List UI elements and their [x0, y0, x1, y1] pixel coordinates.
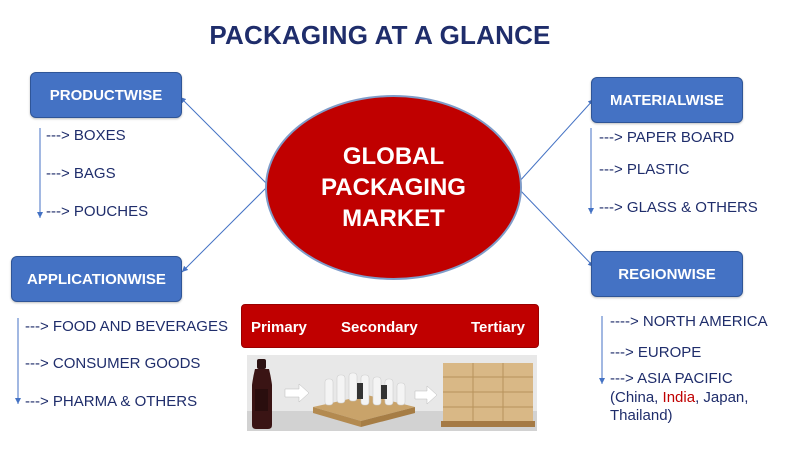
- center-line-1: GLOBAL: [342, 143, 445, 170]
- productwise-item-boxes: ---> BOXES: [46, 127, 126, 144]
- center-line-2: PACKAGING: [321, 174, 466, 201]
- productwise-item-pouches: ---> POUCHES: [46, 203, 149, 220]
- materialwise-box: MATERIALWISE: [591, 77, 743, 123]
- productwise-item-bags: ---> BAGS: [46, 165, 116, 182]
- center-line-3: MARKET: [342, 205, 445, 232]
- connector-materialwise: [517, 98, 595, 184]
- materialwise-item-plastic: ---> PLASTIC: [599, 161, 690, 178]
- connector-applicationwise: [181, 187, 267, 273]
- connector-productwise: [179, 96, 267, 184]
- secondary-tray-icon: [313, 372, 415, 427]
- regionwise-item-europe: ---> EUROPE: [610, 344, 702, 361]
- center-label: GLOBAL PACKAGING MARKET: [321, 141, 466, 234]
- regionwise-note: (China, India, Japan,: [610, 389, 748, 406]
- regionwise-box: REGIONWISE: [591, 251, 743, 297]
- level-primary: Primary: [251, 319, 307, 336]
- materialwise-item-glass: ---> GLASS & OTHERS: [599, 199, 758, 216]
- page-title: PACKAGING AT A GLANCE: [209, 20, 551, 50]
- applicationwise-item-pharma: ---> PHARMA & OTHERS: [25, 393, 198, 410]
- applicationwise-item-food: ---> FOOD AND BEVERAGES: [25, 318, 228, 335]
- tertiary-pallet-icon: [441, 363, 535, 427]
- regionwise-note-prefix: (China,: [610, 389, 663, 406]
- materialwise-item-paper: ---> PAPER BOARD: [599, 129, 735, 146]
- arrow-icon-2: [414, 385, 438, 405]
- regionwise-item-asia-pacific: ---> ASIA PACIFIC: [610, 370, 733, 387]
- regionwise-item-north-america: ----> NORTH AMERICA: [610, 313, 768, 330]
- packaging-illustration-svg: [247, 355, 537, 431]
- center-ellipse: GLOBAL PACKAGING MARKET: [265, 95, 522, 280]
- level-secondary: Secondary: [341, 319, 418, 336]
- arrow-icon-1: [284, 383, 310, 403]
- packaging-levels-bar: Primary Secondary Tertiary: [241, 304, 539, 348]
- applicationwise-item-consumer: ---> CONSUMER GOODS: [25, 355, 201, 372]
- packaging-illustration: [247, 355, 537, 431]
- regionwise-note-highlight: India: [662, 389, 696, 406]
- regionwise-note-suffix: , Japan,: [695, 389, 749, 406]
- applicationwise-box: APPLICATIONWISE: [11, 256, 182, 302]
- level-tertiary: Tertiary: [471, 319, 525, 336]
- primary-bottle-icon: [252, 359, 272, 429]
- connector-regionwise: [517, 187, 595, 268]
- productwise-box: PRODUCTWISE: [30, 72, 182, 118]
- regionwise-note-line2: Thailand): [610, 407, 673, 424]
